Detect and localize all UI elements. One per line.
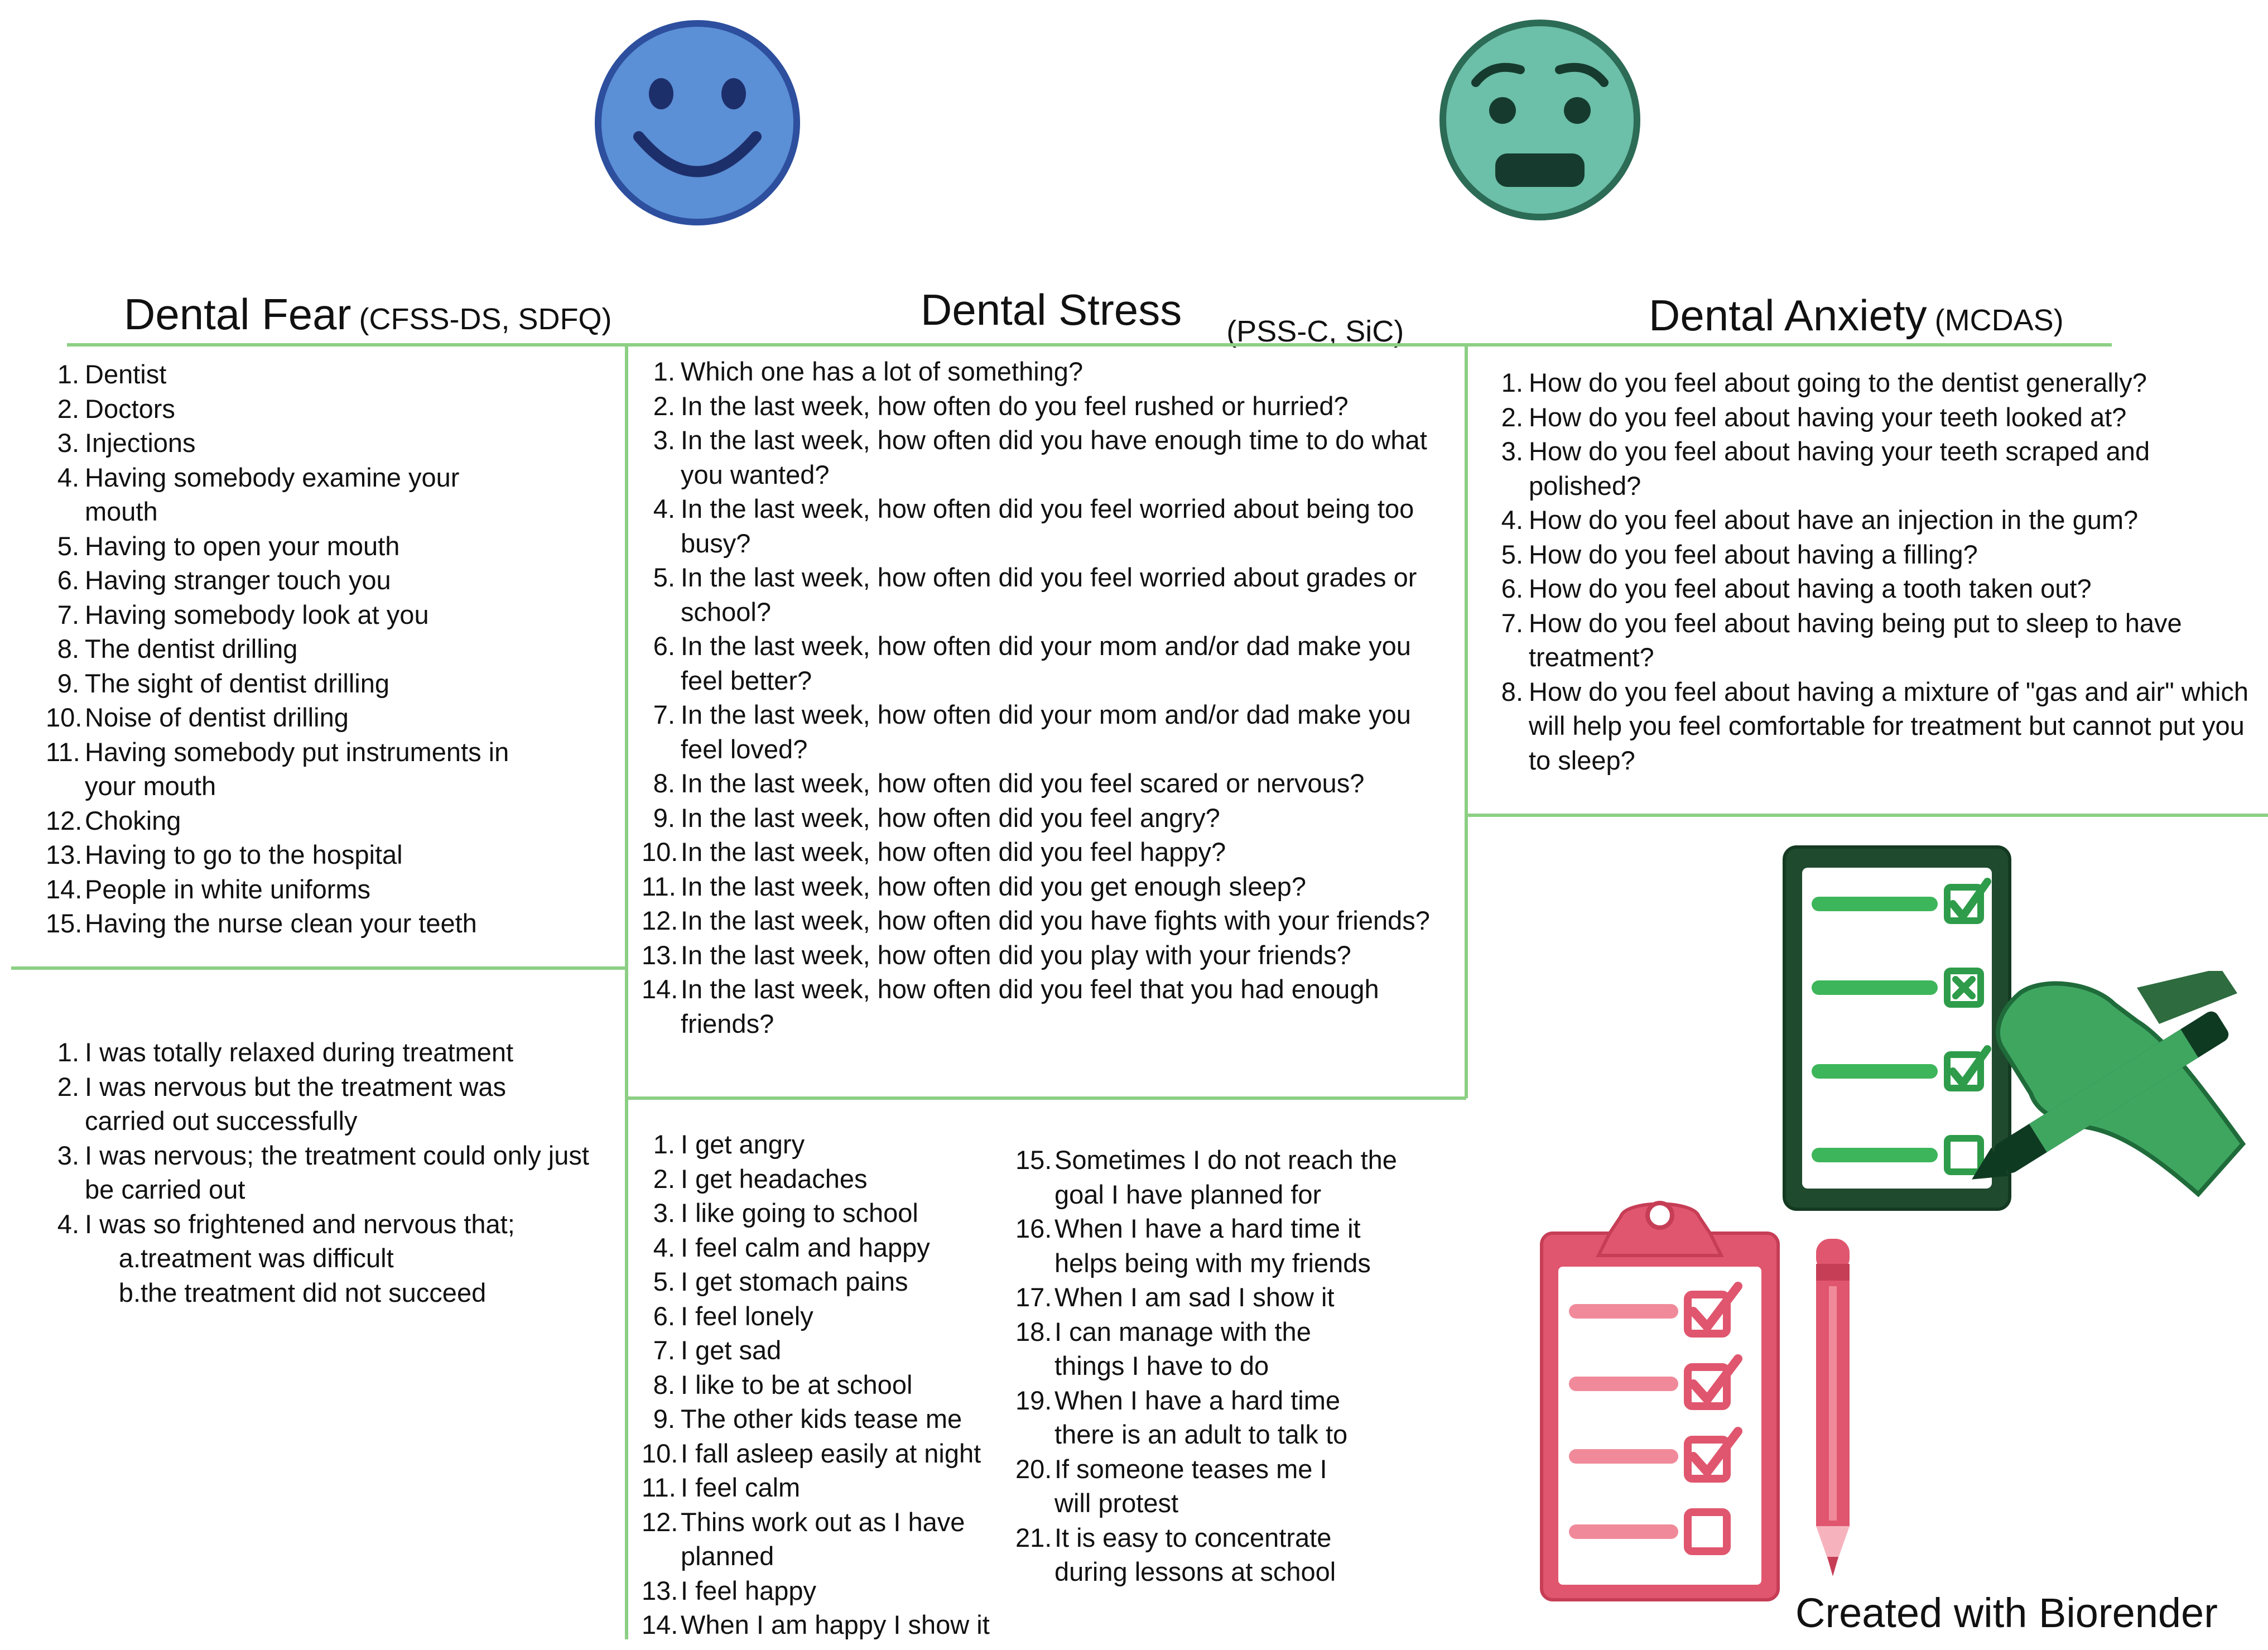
list-item: 2How do you feel about having your teeth… xyxy=(1490,400,2260,435)
list-item: 5How do you feel about having a filling? xyxy=(1490,537,2260,572)
list-item: 2In the last week, how often do you feel… xyxy=(642,389,1445,424)
list-item: 17When I am sad I show it xyxy=(1015,1280,1406,1315)
list-item: 3How do you feel about having your teeth… xyxy=(1490,434,2260,503)
divider-anxiety-illustration xyxy=(1466,814,2268,817)
list-item: 4How do you feel about have an injection… xyxy=(1490,503,2260,537)
list-item: 1I was totally relaxed during treatment xyxy=(46,1035,604,1070)
list-item: atreatment was difficult xyxy=(107,1241,604,1276)
list-item: 8How do you feel about having a mixture … xyxy=(1490,675,2260,778)
header-underline xyxy=(67,343,2112,347)
list-item: 5In the last week, how often did you fee… xyxy=(642,560,1445,629)
fear-sublist: atreatment was difficult bthe treatment … xyxy=(85,1241,604,1310)
list-item: 10I fall asleep easily at night xyxy=(642,1436,1021,1471)
list-item: 12Thins work out as I have planned xyxy=(642,1505,1021,1574)
list-item: 9The other kids tease me xyxy=(642,1402,1021,1436)
list-item: 13I feel happy xyxy=(642,1574,1021,1608)
stress-title-subtitle: (PSS-C, SiC) xyxy=(1226,315,1404,348)
list-item: 9In the last week, how often did you fee… xyxy=(642,801,1445,835)
dental-stress-title: Dental Stress (PSS-C, SiC) xyxy=(921,285,1404,348)
list-item: 16When I have a hard time it helps being… xyxy=(1015,1211,1406,1280)
list-item: 2I was nervous but the treatment was car… xyxy=(46,1070,604,1138)
list-item: 2I get headaches xyxy=(642,1162,1021,1196)
list-item: 6I feel lonely xyxy=(642,1299,1021,1334)
list-item: 1How do you feel about going to the dent… xyxy=(1490,365,2260,400)
list-item: 7In the last week, how often did your mo… xyxy=(642,697,1445,766)
stress-title-main: Dental Stress xyxy=(921,285,1182,334)
list-item: 15Having the nurse clean your teeth xyxy=(46,906,604,941)
list-item: 11Having somebody put instruments in you… xyxy=(46,735,604,804)
list-item: 14In the last week, how often did you fe… xyxy=(642,972,1445,1041)
happy-face-icon xyxy=(595,20,800,225)
list-item: 14When I am happy I show it xyxy=(642,1608,1021,1642)
fear-title-main: Dental Fear xyxy=(124,290,351,339)
list-item: 15Sometimes I do not reach the goal I ha… xyxy=(1015,1143,1406,1211)
list-item: 6How do you feel about having a tooth ta… xyxy=(1490,571,2260,606)
list-item: 10Noise of dentist drilling xyxy=(46,700,604,735)
list-item: 1I get angry xyxy=(642,1127,1021,1162)
list-item: 4Having somebody examine your mouth xyxy=(46,460,604,529)
fear-list-2: 1I was totally relaxed during treatment … xyxy=(46,1035,604,1310)
list-item: 13Having to go to the hospital xyxy=(46,838,604,872)
list-item: 6In the last week, how often did your mo… xyxy=(642,629,1445,697)
clipboard-checklist-icon xyxy=(1540,1201,1780,1601)
list-item: 20If someone teases me I will protest xyxy=(1015,1452,1406,1521)
list-item: 4In the last week, how often did you fee… xyxy=(642,492,1445,560)
dental-fear-title: Dental Fear(CFSS-DS, SDFQ) xyxy=(124,289,612,340)
list-item: 5Having to open your mouth xyxy=(46,529,604,564)
list-item: 7I get sad xyxy=(642,1333,1021,1368)
divider-stress-lists xyxy=(627,1096,1466,1100)
list-item: 13In the last week, how often did you pl… xyxy=(642,938,1445,973)
stress-list-2a: 1I get angry 2I get headaches 3I like go… xyxy=(642,1127,1021,1642)
anxiety-list: 1How do you feel about going to the dent… xyxy=(1490,365,2260,777)
fear-list-1: 1Dentist 2Doctors 3Injections 4Having so… xyxy=(46,357,604,941)
list-item: 18I can manage with the things I have to… xyxy=(1015,1315,1406,1383)
list-item: 12Choking xyxy=(46,804,604,838)
list-item: 3In the last week, how often did you hav… xyxy=(642,423,1445,492)
hand-pen-icon xyxy=(1972,971,2246,1197)
list-item: bthe treatment did not succeed xyxy=(107,1276,604,1310)
list-item: 8I like to be at school xyxy=(642,1368,1021,1402)
divider-stress-anxiety xyxy=(1465,345,1468,1098)
fear-title-subtitle: (CFSS-DS, SDFQ) xyxy=(359,302,612,336)
list-item: 1Dentist xyxy=(46,357,604,392)
list-item: 21It is easy to concentrate during lesso… xyxy=(1015,1521,1406,1589)
stress-list-2b: 15Sometimes I do not reach the goal I ha… xyxy=(1015,1143,1406,1589)
credit-text: Created with Biorender xyxy=(1795,1590,2218,1636)
pencil-icon xyxy=(1816,1239,1850,1576)
list-item: 8In the last week, how often did you fee… xyxy=(642,766,1445,801)
list-item: 6Having stranger touch you xyxy=(46,563,604,598)
list-item: 7Having somebody look at you xyxy=(46,598,604,632)
divider-fear-stress xyxy=(625,345,628,1639)
list-item: 11I feel calm xyxy=(642,1470,1021,1505)
list-item: 2Doctors xyxy=(46,392,604,426)
list-item: 11In the last week, how often did you ge… xyxy=(642,869,1445,904)
list-item: 7How do you feel about having being put … xyxy=(1490,606,2260,675)
list-item: 5I get stomach pains xyxy=(642,1264,1021,1299)
anxiety-title-main: Dental Anxiety xyxy=(1649,291,1927,340)
list-item: 4I was so frightened and nervous that; a… xyxy=(46,1207,604,1310)
list-item: 19When I have a hard time there is an ad… xyxy=(1015,1383,1406,1452)
list-item: 8The dentist drilling xyxy=(46,632,604,666)
list-item: 3I like going to school xyxy=(642,1196,1021,1230)
stress-list-1: 1Which one has a lot of something? 2In t… xyxy=(642,354,1445,1041)
list-item: 3Injections xyxy=(46,426,604,460)
list-item: 14People in white uniforms xyxy=(46,872,604,907)
list-item: 4I feel calm and happy xyxy=(642,1230,1021,1265)
anxiety-title-subtitle: (MCDAS) xyxy=(1934,304,2064,337)
dental-anxiety-title: Dental Anxiety(MCDAS) xyxy=(1649,290,2064,341)
divider-fear-lists xyxy=(11,966,627,970)
worried-face-icon xyxy=(1439,20,1640,220)
list-item: 3I was nervous; the treatment could only… xyxy=(46,1138,604,1207)
list-item: 10In the last week, how often did you fe… xyxy=(642,835,1445,869)
list-item: 9The sight of dentist drilling xyxy=(46,666,604,701)
list-item: 12In the last week, how often did you ha… xyxy=(642,903,1445,938)
list-item: 1Which one has a lot of something? xyxy=(642,354,1445,389)
